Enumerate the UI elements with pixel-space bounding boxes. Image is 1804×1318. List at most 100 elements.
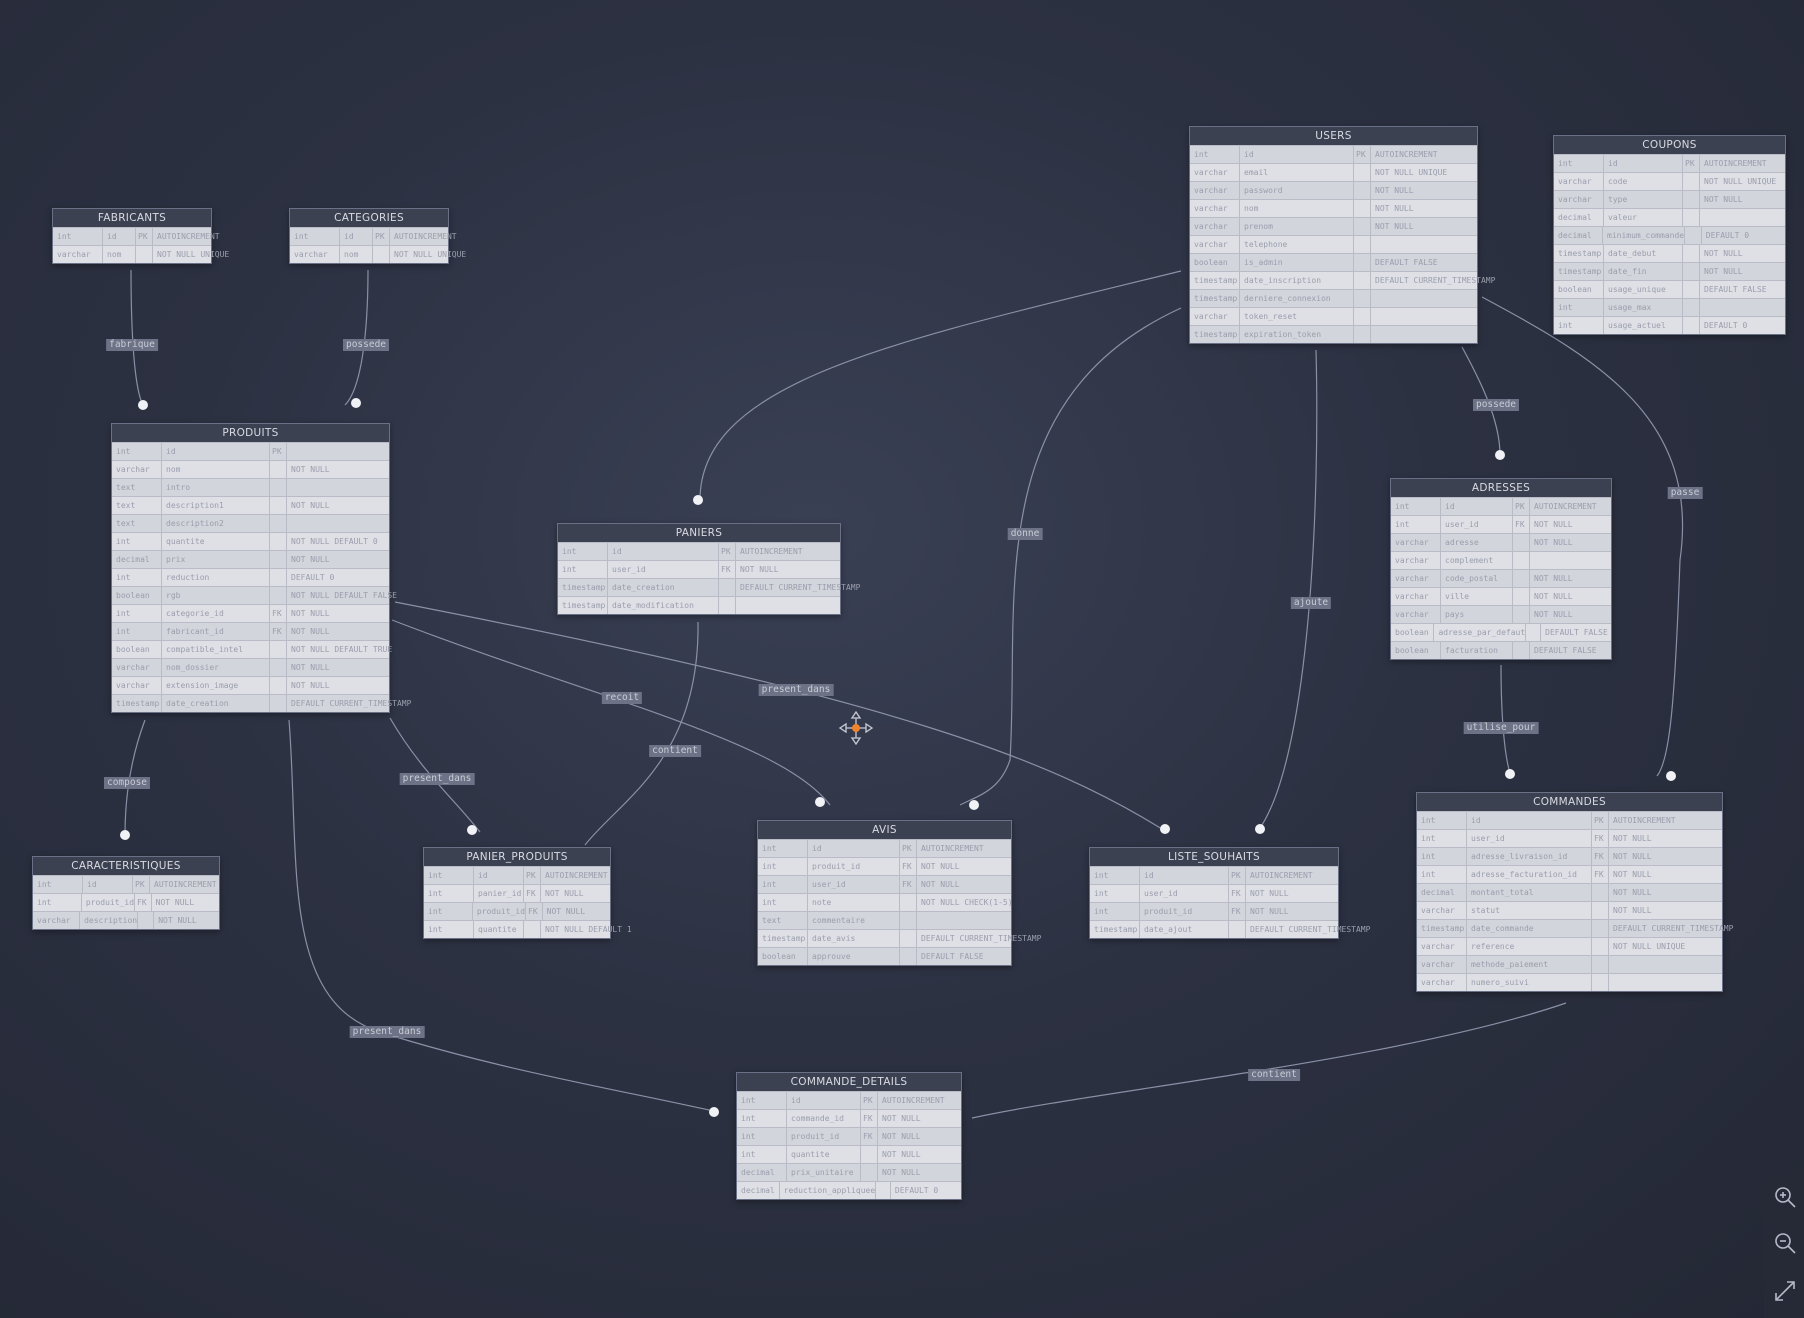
column-type: timestamp (1417, 920, 1467, 937)
column-name: statut (1467, 902, 1592, 919)
column-key (138, 912, 155, 929)
column-type: timestamp (558, 597, 608, 614)
column-key (1354, 326, 1371, 343)
column-type: varchar (33, 912, 81, 929)
relation-line[interactable] (130, 269, 144, 406)
column-constraint: NOT NULL (1613, 834, 1652, 843)
relation-line[interactable] (584, 621, 699, 846)
zoom-out-icon[interactable] (1772, 1230, 1798, 1256)
column-key: FK (1513, 516, 1530, 533)
connector-handle[interactable] (1505, 769, 1515, 779)
column-key (270, 497, 287, 514)
column-name: usage_max (1604, 299, 1683, 316)
column-key: PK (1354, 146, 1371, 163)
move-icon[interactable] (838, 710, 874, 746)
relation-line[interactable] (971, 1002, 1567, 1119)
column-name: date_creation (608, 579, 719, 596)
connector-handle[interactable] (969, 800, 979, 810)
relation-line[interactable] (344, 269, 369, 406)
relation-line[interactable] (699, 270, 1182, 501)
column-constraint: NOT NULL DEFAULT TRUE (291, 645, 393, 654)
relation-label: present_dans (399, 773, 475, 785)
column-type: text (112, 515, 162, 532)
column-name: date_ajout (1140, 921, 1229, 938)
relation-line[interactable] (1500, 664, 1512, 777)
relation-line[interactable] (959, 307, 1182, 806)
column-key (524, 921, 541, 938)
column-constraint (1700, 299, 1785, 316)
column-key: PK (900, 840, 917, 857)
connector-handle[interactable] (1255, 824, 1265, 834)
zoom-in-icon[interactable] (1772, 1184, 1798, 1210)
column-name: id (162, 443, 270, 460)
connector-handle[interactable] (1495, 450, 1505, 460)
column-constraint: NOT NULL (291, 681, 330, 690)
expand-icon[interactable] (1772, 1278, 1798, 1304)
column-name: password (1240, 182, 1354, 199)
relation-line[interactable] (1257, 349, 1318, 832)
connector-handle[interactable] (693, 495, 703, 505)
column-type: int (758, 876, 808, 893)
connector-handle[interactable] (138, 400, 148, 410)
column-constraint (1609, 974, 1722, 991)
column-name: type (1604, 191, 1683, 208)
connector-handle[interactable] (709, 1107, 719, 1117)
column-key (1354, 272, 1371, 289)
column-name: facturation (1441, 642, 1513, 659)
column-constraint: NOT NULL (1534, 610, 1573, 619)
column-key (1592, 956, 1609, 973)
connector-handle[interactable] (815, 797, 825, 807)
connector-handle[interactable] (351, 398, 361, 408)
connector-handle[interactable] (1160, 824, 1170, 834)
column-constraint (1371, 236, 1477, 253)
connector-handle[interactable] (1666, 771, 1676, 781)
column-key (1354, 164, 1371, 181)
column-constraint: AUTOINCREMENT (1250, 871, 1313, 880)
connector-handle[interactable] (467, 825, 477, 835)
column-name: commande_id (787, 1110, 861, 1127)
relation-label: contient (649, 745, 701, 757)
column-type: int (1554, 299, 1604, 316)
column-constraint: AUTOINCREMENT (1704, 159, 1767, 168)
column-key (1513, 534, 1530, 551)
column-type: int (558, 561, 608, 578)
zoom-controls (1764, 1172, 1804, 1318)
relation-line[interactable] (1481, 296, 1684, 777)
column-constraint (917, 912, 1011, 929)
column-type: int (1417, 866, 1467, 883)
connector-handle[interactable] (120, 830, 130, 840)
column-constraint: NOT NULL (1534, 592, 1573, 601)
relation-line[interactable] (394, 601, 1163, 830)
relation-line[interactable] (391, 619, 831, 806)
column-constraint: DEFAULT FALSE (921, 952, 984, 961)
table-title: COUPONS (1554, 136, 1785, 154)
column-name: nom (340, 246, 373, 263)
